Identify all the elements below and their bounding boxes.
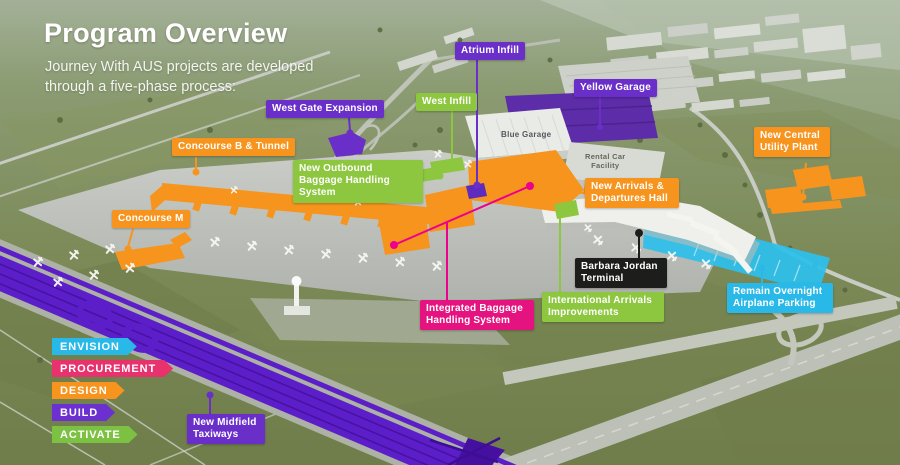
page-title: Program Overview (44, 18, 288, 48)
page-subtitle: Journey With AUS projects are developed … (45, 57, 313, 97)
callout-atrium-infill: Atrium Infill (455, 42, 526, 61)
callout-new-midfield-taxiways: New Midfield Taxiways (187, 414, 265, 445)
legend-phase-procurement: PROCUREMENT (52, 360, 173, 377)
callout-yellow-garage: Yellow Garage (574, 79, 657, 98)
callout-new-outbound-baggage-handling-system: New Outbound Baggage Handling System (293, 160, 423, 203)
callout-remain-overnight-airplane-parking: Remain Overnight Airplane Parking (727, 283, 833, 314)
legend-phase-design: DESIGN (52, 382, 125, 399)
callout-international-arrivals-improvements: International Arrivals Improvements (542, 292, 664, 323)
subtitle-line-1: Journey With AUS projects are developed (45, 59, 314, 75)
subtitle-line-2: through a five-phase process: (45, 79, 237, 95)
callout-concourse-m: Concourse M (112, 210, 190, 229)
map-label-blue-garage: Blue Garage (501, 130, 552, 139)
rental-car-line-1: Rental Car (585, 152, 626, 161)
map-label-rental-car-facility: Rental Car Facility (585, 152, 626, 170)
callout-barbara-jordan-terminal: Barbara Jordan Terminal (575, 258, 667, 289)
legend-phase-build: BUILD (52, 404, 115, 421)
callout-integrated-baggage-handling-system: Integrated Baggage Handling System (420, 300, 534, 331)
rental-car-line-2: Facility (591, 160, 620, 170)
callout-new-arrivals-departures-hall: New Arrivals & Departures Hall (585, 178, 679, 209)
callout-new-central-utility-plant: New Central Utility Plant (754, 127, 830, 158)
callout-leader-lines (124, 57, 807, 416)
callout-concourse-b-tunnel: Concourse B & Tunnel (172, 138, 296, 157)
legend-phase-activate: ACTIVATE (52, 426, 138, 443)
legend-phase-envision: ENVISION (52, 338, 137, 355)
callout-west-gate-expansion: West Gate Expansion (266, 100, 384, 119)
callout-west-infill: West Infill (416, 93, 478, 112)
